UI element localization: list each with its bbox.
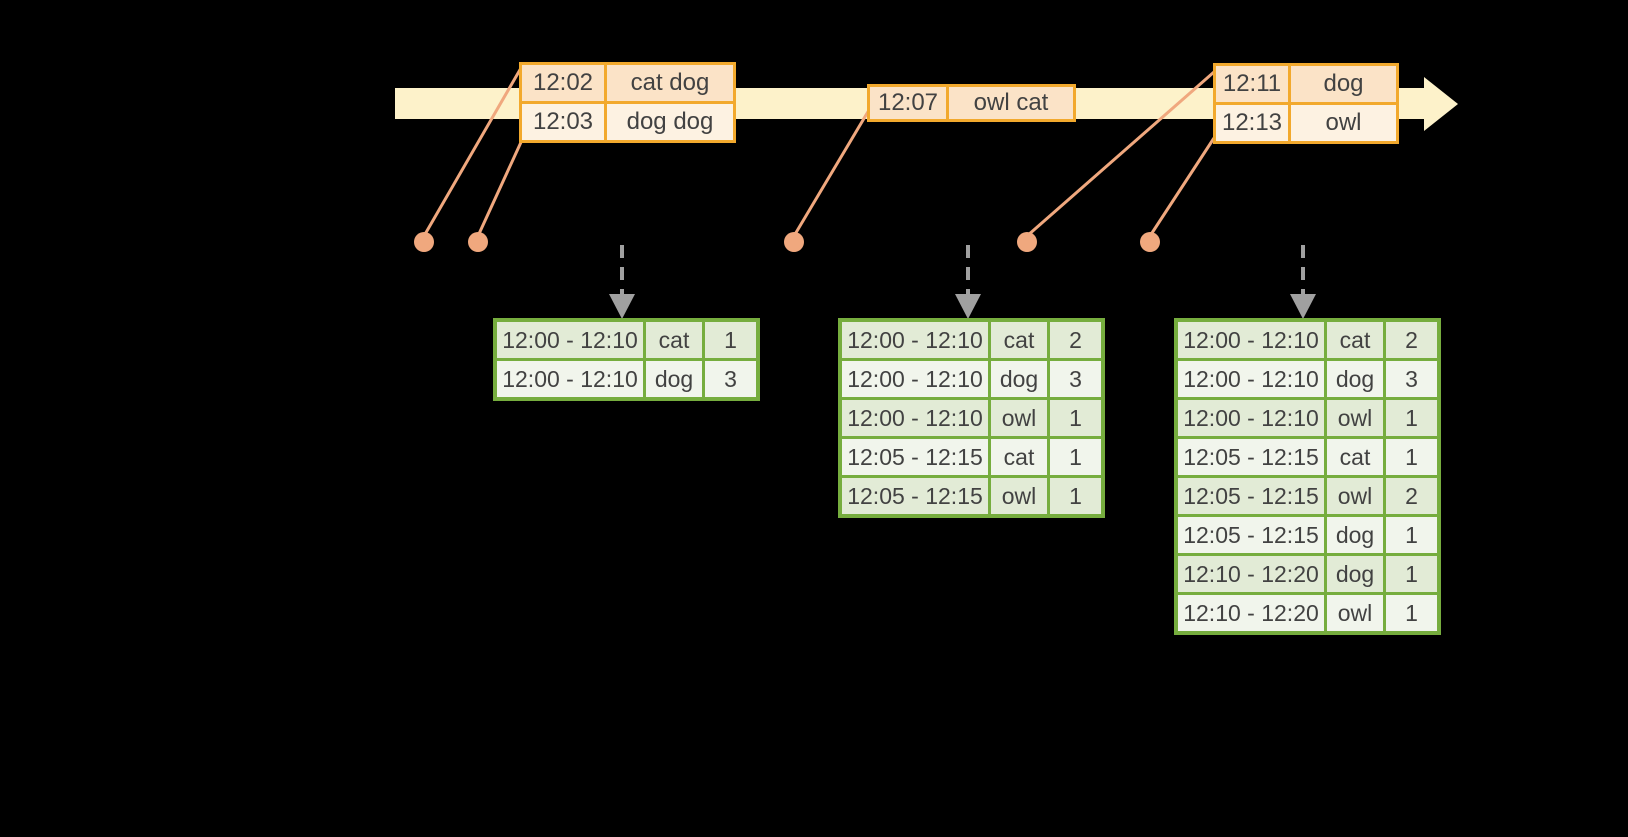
- event-connector-line: [422, 67, 523, 237]
- window-range-cell: 12:10 - 12:20: [1178, 556, 1324, 592]
- count-cell: 1: [1386, 400, 1437, 436]
- count-cell: 1: [1386, 595, 1437, 631]
- animal-cell: dog: [1327, 517, 1383, 553]
- event-time-cell: 12:03: [522, 104, 604, 140]
- animal-cell: cat: [1327, 322, 1383, 358]
- event-time-dot: [468, 232, 488, 252]
- animal-cell: dog: [991, 361, 1047, 397]
- window-range-cell: 12:05 - 12:15: [1178, 439, 1324, 475]
- event-words-cell: owl cat: [949, 87, 1073, 119]
- count-cell: 2: [1386, 478, 1437, 514]
- count-cell: 1: [1386, 517, 1437, 553]
- animal-cell: dog: [1327, 556, 1383, 592]
- event-connector-line: [792, 109, 871, 237]
- count-cell: 2: [1050, 322, 1101, 358]
- event-time-dot: [784, 232, 804, 252]
- event-time-cell: 12:07: [870, 87, 946, 119]
- animal-cell: owl: [991, 400, 1047, 436]
- window-range-cell: 12:05 - 12:15: [842, 478, 988, 514]
- event-connector-line: [1148, 137, 1216, 237]
- event-time-dot: [1140, 232, 1160, 252]
- trigger-arrow-head: [609, 294, 635, 319]
- count-cell: 3: [1050, 361, 1101, 397]
- window-range-cell: 12:00 - 12:10: [842, 322, 988, 358]
- count-cell: 1: [1386, 556, 1437, 592]
- animal-cell: owl: [1327, 400, 1383, 436]
- window-range-cell: 12:05 - 12:15: [1178, 478, 1324, 514]
- count-cell: 3: [1386, 361, 1437, 397]
- event-time-dot: [414, 232, 434, 252]
- animal-cell: owl: [991, 478, 1047, 514]
- animal-cell: cat: [991, 439, 1047, 475]
- window-range-cell: 12:00 - 12:10: [842, 400, 988, 436]
- event-words-cell: cat dog: [607, 65, 733, 101]
- animal-cell: cat: [1327, 439, 1383, 475]
- event-words-cell: dog: [1291, 66, 1396, 102]
- count-cell: 1: [1386, 439, 1437, 475]
- event-connector-line: [476, 139, 524, 237]
- trigger-arrow-head: [1290, 294, 1316, 319]
- window-range-cell: 12:00 - 12:10: [1178, 361, 1324, 397]
- event-time-cell: 12:11: [1216, 66, 1288, 102]
- animal-cell: dog: [646, 361, 702, 397]
- event-time-cell: 12:02: [522, 65, 604, 101]
- trigger-arrow-head: [955, 294, 981, 319]
- count-cell: 1: [705, 322, 756, 358]
- window-range-cell: 12:00 - 12:10: [1178, 322, 1324, 358]
- event-time-cell: 12:13: [1216, 105, 1288, 141]
- count-cell: 1: [1050, 478, 1101, 514]
- event-words-cell: dog dog: [607, 104, 733, 140]
- count-cell: 3: [705, 361, 756, 397]
- event-time-dot: [1017, 232, 1037, 252]
- animal-cell: owl: [1327, 478, 1383, 514]
- window-range-cell: 12:00 - 12:10: [1178, 400, 1324, 436]
- animal-cell: cat: [991, 322, 1047, 358]
- animal-cell: cat: [646, 322, 702, 358]
- window-range-cell: 12:00 - 12:10: [497, 322, 643, 358]
- count-cell: 2: [1386, 322, 1437, 358]
- event-words-cell: owl: [1291, 105, 1396, 141]
- event-connector-line: [1026, 70, 1215, 238]
- count-cell: 1: [1050, 439, 1101, 475]
- window-range-cell: 12:00 - 12:10: [497, 361, 643, 397]
- count-cell: 1: [1050, 400, 1101, 436]
- window-range-cell: 12:05 - 12:15: [1178, 517, 1324, 553]
- event-time-axis-arrowhead: [1424, 77, 1458, 131]
- window-range-cell: 12:05 - 12:15: [842, 439, 988, 475]
- window-range-cell: 12:00 - 12:10: [842, 361, 988, 397]
- animal-cell: owl: [1327, 595, 1383, 631]
- window-range-cell: 12:10 - 12:20: [1178, 595, 1324, 631]
- animal-cell: dog: [1327, 361, 1383, 397]
